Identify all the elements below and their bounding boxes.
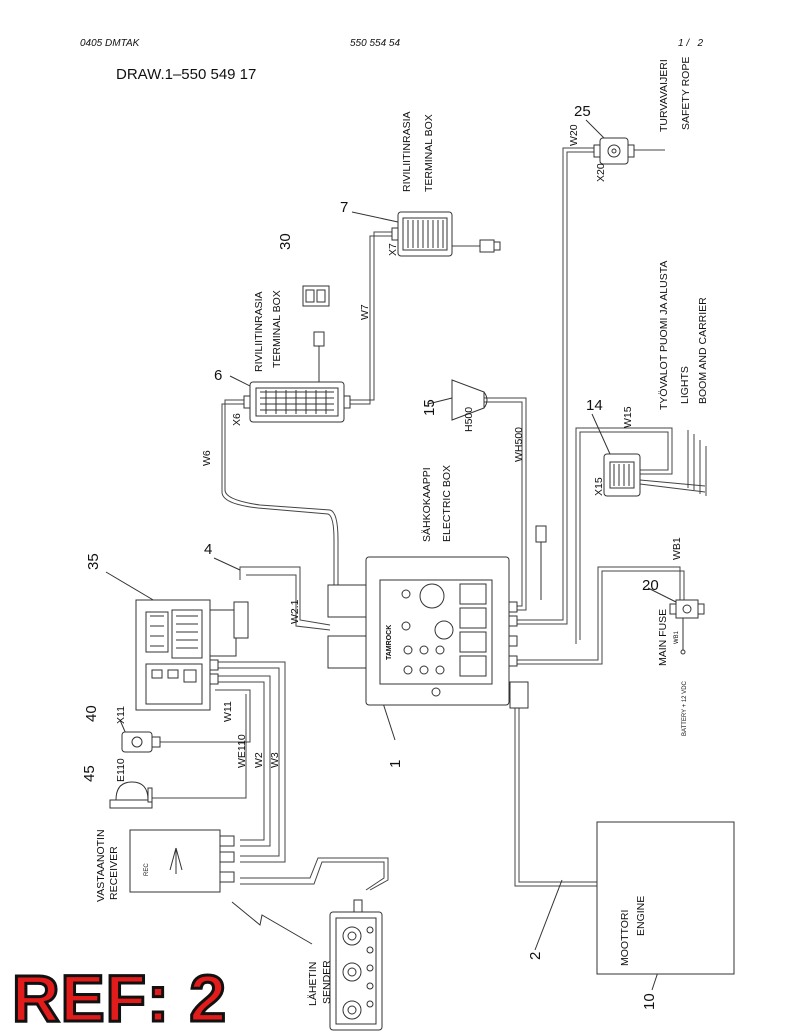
radio-sender xyxy=(329,899,383,1031)
label-main-fuse: MAIN FUSE xyxy=(657,609,669,666)
label-receiver-en: RECEIVER xyxy=(108,846,120,900)
label-w15: W15 xyxy=(622,406,634,428)
label-wb1: WB1 xyxy=(671,537,683,560)
label-lights-en2: BOOM AND CARRIER xyxy=(697,297,709,404)
cable-routes xyxy=(105,119,707,991)
diagram-labels: 25 TURVAVAIJERI SAFETY ROPE W20 X20 RIVI… xyxy=(81,57,709,1010)
connector-x11-40 xyxy=(121,731,161,753)
safety-rope-switch xyxy=(593,137,635,165)
header-doc-code: 0405 DMTAK xyxy=(80,38,140,49)
label-sender-fi: LÄHETIN xyxy=(307,962,319,1006)
label-4: 4 xyxy=(204,541,212,558)
label-lights-fi: TYÖVALOT PUOMI JA ALUSTA xyxy=(658,261,670,410)
label-w3: W3 xyxy=(269,752,281,768)
terminal-strip xyxy=(407,220,444,248)
label-e110: E110 xyxy=(115,758,127,782)
label-w2: W2 xyxy=(253,752,265,768)
relay-module-30 xyxy=(302,285,330,307)
label-wb1-small: WB1 xyxy=(674,630,680,644)
label-wh500: WH500 xyxy=(513,427,525,462)
label-we110: WE110 xyxy=(236,734,248,768)
drawing-reference: DRAW.1–550 549 17 xyxy=(116,66,257,83)
label-w21: W2.1 xyxy=(289,599,301,624)
label-w6: W6 xyxy=(201,450,213,466)
terminal-box-7 xyxy=(391,211,501,257)
label-30: 30 xyxy=(277,233,294,250)
label-45: 45 xyxy=(81,765,98,782)
sender-controls xyxy=(342,926,374,1020)
electric-box-1: TAMROCK xyxy=(327,525,547,709)
label-14: 14 xyxy=(586,397,603,414)
label-w20: W20 xyxy=(568,124,580,146)
engine-10 xyxy=(596,821,735,975)
label-sender-en: SENDER xyxy=(321,960,333,1004)
lights-junction-14 xyxy=(603,453,641,497)
label-terminal-box-6-fi: RIVILIITINRASIA xyxy=(253,291,265,372)
radio-receiver: REC xyxy=(129,829,235,893)
label-x7: X7 xyxy=(387,243,399,256)
label-terminal-box-7-fi: RIVILIITINRASIA xyxy=(401,111,413,192)
label-terminal-box-7-en: TERMINAL BOX xyxy=(423,114,435,192)
label-h500: H500 xyxy=(463,407,475,432)
label-x15: X15 xyxy=(593,477,605,496)
label-receiver-fi: VASTAANOTIN xyxy=(95,829,107,902)
label-electric-box-fi: SÄHKOKAAPPI xyxy=(421,467,433,542)
label-electric-box-en: ELECTRIC BOX xyxy=(441,465,453,542)
label-7: 7 xyxy=(340,199,348,216)
terminal-box-6 xyxy=(243,331,351,423)
label-20: 20 xyxy=(642,577,659,594)
label-lights-en1: LIGHTS xyxy=(679,366,691,404)
beacon-light-45 xyxy=(109,781,153,809)
horn-15 xyxy=(451,379,488,421)
label-w11: W11 xyxy=(222,701,234,722)
receiver-tag: REC xyxy=(144,863,150,876)
label-engine-fi: MOOTTORI xyxy=(619,910,631,966)
label-1: 1 xyxy=(387,760,404,768)
brand-label: TAMROCK xyxy=(386,625,393,660)
header-part-number: 550 554 54 xyxy=(350,38,401,49)
label-35: 35 xyxy=(85,553,102,570)
label-safety-rope-fi: TURVAVAIJERI xyxy=(658,59,670,132)
label-10: 10 xyxy=(641,993,658,1010)
label-6: 6 xyxy=(214,367,222,384)
label-15: 15 xyxy=(421,399,438,416)
label-battery: BATTERY + 12 VDC xyxy=(682,680,688,736)
main-fuse-20 xyxy=(669,599,705,655)
label-terminal-box-6-en: TERMINAL BOX xyxy=(271,290,283,368)
label-x20: X20 xyxy=(595,163,607,182)
panel-switches xyxy=(401,583,487,677)
label-safety-rope-en: SAFETY ROPE xyxy=(680,57,692,130)
label-25: 25 xyxy=(574,103,591,120)
control-unit-35 xyxy=(135,599,249,711)
label-x6: X6 xyxy=(231,413,243,426)
reference-stamp: REF: 2 xyxy=(10,960,228,1036)
label-engine-en: ENGINE xyxy=(635,896,647,936)
label-2: 2 xyxy=(527,952,544,960)
label-40: 40 xyxy=(83,705,100,722)
label-w7: W7 xyxy=(359,304,371,320)
header-page-number: 1 / 2 xyxy=(678,38,704,49)
label-x11: X11 xyxy=(115,706,127,724)
